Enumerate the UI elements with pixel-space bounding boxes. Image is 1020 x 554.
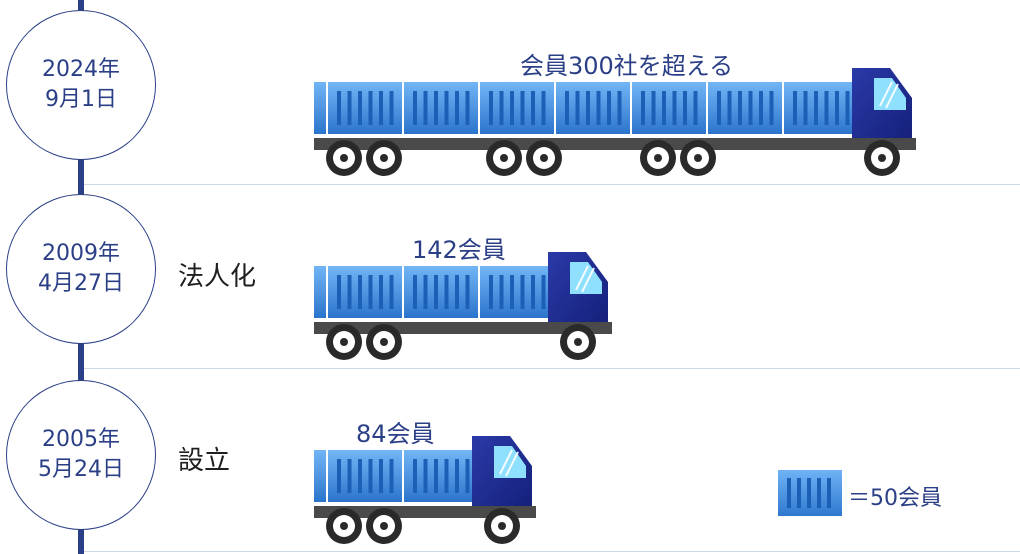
container-unit [404,266,478,318]
row-divider [84,368,1020,369]
truck-wheel [526,140,562,176]
truck-wheel [680,140,716,176]
truck-wheel [326,324,362,360]
truck-wheel [486,140,522,176]
row-divider [84,184,1020,185]
container-unit [784,82,858,134]
container-unit [480,82,554,134]
event-founding: 設立 [178,446,231,476]
truck-wheel [864,140,900,176]
date-day: 5月24日 [38,457,124,482]
truck-wheel [560,324,596,360]
truck-chassis [314,138,916,150]
container-unit [404,82,478,134]
container-unit [480,266,554,318]
truck-wheel [326,508,362,544]
container-unit [328,266,402,318]
row-divider [84,551,1020,552]
truck-wheel [484,508,520,544]
truck-cab [852,68,912,142]
legend-container-icon [778,470,842,516]
truck-wheel [366,324,402,360]
date-day: 9月1日 [45,87,117,112]
container-end-cap [314,266,326,318]
truck-label-2009: 142会員 [412,236,506,264]
truck-wheel [326,140,362,176]
container-unit [556,82,630,134]
date-year: 2009年 [42,241,120,266]
container-unit [328,82,402,134]
date-circle-2005: 2005年 5月24日 [6,380,156,530]
container-unit [404,450,478,502]
container-unit [328,450,402,502]
truck-wheel [366,508,402,544]
date-day: 4月27日 [38,271,124,296]
container-unit [632,82,706,134]
truck-chassis [314,506,536,518]
truck-label-2024: 会員300社を超える [520,52,734,80]
date-circle-2009: 2009年 4月27日 [6,194,156,344]
legend-text: ＝50会員 [848,486,942,511]
date-year: 2005年 [42,427,120,452]
truck-label-2005: 84会員 [356,420,435,448]
container-end-cap [314,82,326,134]
container-unit [708,82,782,134]
truck-cab [472,436,532,510]
truck-wheel [366,140,402,176]
event-incorporation: 法人化 [178,262,257,292]
container-end-cap [314,450,326,502]
truck-wheel [640,140,676,176]
date-year: 2024年 [42,57,120,82]
date-circle-2024: 2024年 9月1日 [6,10,156,160]
truck-cab [548,252,608,326]
